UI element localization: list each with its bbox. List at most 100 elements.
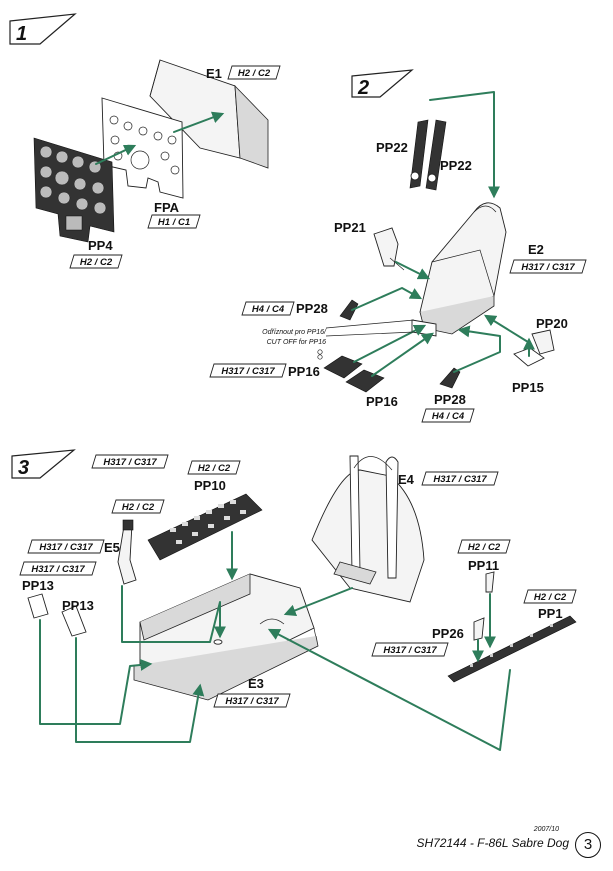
- part-E3-tub: [133, 573, 319, 701]
- label-PP26: PP26: [432, 626, 464, 641]
- part-PP4-instrument-panel: [33, 137, 115, 243]
- code-box-PP28-upper: H4 / C4: [241, 301, 295, 316]
- part-PP13-pedal-a: [27, 593, 49, 619]
- svg-text:H2 / C2: H2 / C2: [534, 592, 567, 603]
- svg-text:H317 / C317: H317 / C317: [433, 474, 487, 485]
- step-3-number: 3: [18, 457, 29, 479]
- svg-text:H317 / C317: H317 / C317: [31, 564, 85, 575]
- code-box-E3: H317 / C317: [213, 693, 291, 708]
- code-box-E5-top: H2 / C2: [111, 499, 165, 514]
- label-E3: E3: [248, 676, 264, 691]
- arrow-PP13b-to-E3: [75, 637, 205, 743]
- part-PP22-harness: [409, 119, 447, 191]
- label-E5: E5: [104, 540, 120, 555]
- svg-text:H2 / C2: H2 / C2: [468, 542, 501, 553]
- arrow-PP22-to-E2: [429, 91, 500, 199]
- footer-title: SH72144 - F-86L Sabre Dog: [416, 836, 569, 850]
- part-PP10-console: [147, 493, 263, 561]
- part-E1-shroud: [149, 59, 269, 169]
- step1-arrows: [95, 111, 225, 165]
- code-box-E3-top: H317 / C317: [91, 454, 169, 469]
- arrow-PP28-lower: [453, 325, 501, 373]
- label-PP16-b: PP16: [366, 394, 398, 409]
- part-PP11: [485, 571, 495, 593]
- part-PP28-lower: [439, 367, 461, 389]
- footer-date: 2007/10: [533, 826, 559, 833]
- svg-text:H317 / C317: H317 / C317: [383, 645, 437, 656]
- cut-note-line2: CUT OFF for PP16: [267, 339, 326, 346]
- arrow-E5-to-E3: [121, 585, 226, 643]
- arrow-PP16a: [353, 324, 427, 363]
- label-PP20: PP20: [536, 316, 568, 331]
- code-box-E2: H317 / C317: [509, 259, 587, 274]
- arrow-PP1-to-E3: [267, 628, 511, 751]
- arrow-E4-to-E3: [283, 587, 353, 617]
- svg-text:H317 / C317: H317 / C317: [39, 542, 93, 553]
- arrow-PP21-to-E2: [395, 261, 431, 280]
- part-PP16-pad-b: [345, 369, 385, 393]
- code-box-E4: H317 / C317: [421, 471, 499, 486]
- step-2-badge: 2: [351, 69, 414, 99]
- code-box-PP10: H2 / C2: [187, 460, 241, 475]
- svg-text:H2 / C2: H2 / C2: [198, 463, 231, 474]
- label-E2: E2: [528, 242, 544, 257]
- arrow-PP20-to-E2: [483, 314, 529, 343]
- code-box-PP26: H317 / C317: [371, 642, 449, 657]
- arrow-PP13a-to-E3: [39, 619, 153, 725]
- code-box-PP11: H2 / C2: [457, 539, 511, 554]
- svg-text:H317 / C317: H317 / C317: [103, 457, 157, 468]
- label-PP11: PP11: [468, 558, 499, 573]
- part-PP1-strip: [447, 615, 577, 683]
- label-PP13-b: PP13: [62, 598, 94, 613]
- svg-text:H2 / C2: H2 / C2: [80, 257, 113, 268]
- svg-text:H317 / C317: H317 / C317: [221, 366, 275, 377]
- part-PP13-pedal-b: [61, 605, 87, 637]
- step-1-number: 1: [16, 23, 27, 45]
- label-PP4: PP4: [88, 238, 113, 253]
- code-box-PP4: H2 / C2: [69, 254, 123, 269]
- footer: 2007/10 SH72144 - F-86L Sabre Dog 3: [385, 826, 605, 866]
- svg-text:H2 / C2: H2 / C2: [238, 68, 271, 79]
- arrow-PP16b: [371, 332, 434, 377]
- part-PP16-pad-a: [323, 355, 363, 379]
- arrow-PP28-upper: [351, 287, 423, 311]
- page-number: 3: [575, 832, 601, 858]
- svg-text:H317 / C317: H317 / C317: [521, 262, 575, 273]
- label-E4: E4: [398, 472, 415, 487]
- step3-arrows: [39, 531, 511, 751]
- label-PP15: PP15: [512, 380, 544, 395]
- label-PP13-a: PP13: [22, 578, 54, 593]
- svg-text:H2 / C2: H2 / C2: [122, 502, 155, 513]
- label-FPA: FPA: [154, 200, 180, 215]
- label-PP22-a: PP22: [376, 140, 408, 155]
- code-box-PP16-a: H317 / C317: [209, 363, 287, 378]
- svg-text:H4 / C4: H4 / C4: [252, 304, 285, 315]
- label-PP28-upper: PP28: [296, 301, 328, 316]
- code-box-E1: H2 / C2: [227, 65, 281, 80]
- step-3-badge: 3: [11, 449, 76, 479]
- label-PP16-a: PP16: [288, 364, 320, 379]
- label-E1: E1: [206, 66, 222, 81]
- code-box-PP28-lower: H4 / C4: [421, 408, 475, 423]
- part-E2-seat: [411, 202, 507, 337]
- cut-note-line1: Odříznout pro PP16/: [262, 329, 327, 336]
- scissors-icon: [317, 349, 323, 360]
- part-PP26: [473, 617, 485, 641]
- label-PP22-b: PP22: [440, 158, 472, 173]
- code-box-PP1: H2 / C2: [523, 589, 577, 604]
- svg-text:H317 / C317: H317 / C317: [225, 696, 279, 707]
- arrow-FPA-to-E1: [173, 111, 225, 133]
- step-2-number: 2: [357, 77, 369, 99]
- part-PP21: [373, 227, 405, 271]
- part-PP20: [531, 329, 555, 355]
- part-E4-bulkhead: [311, 455, 425, 603]
- svg-text:H4 / C4: H4 / C4: [432, 411, 465, 422]
- label-PP21: PP21: [334, 220, 366, 235]
- code-box-FPA: H1 / C1: [147, 214, 201, 229]
- label-PP28-lower: PP28: [434, 392, 466, 407]
- code-box-PP13: H317 / C317: [19, 561, 97, 576]
- code-box-E5: H317 / C317: [27, 539, 105, 554]
- arrow-PP4-to-FPA: [95, 144, 137, 165]
- label-PP10: PP10: [194, 478, 226, 493]
